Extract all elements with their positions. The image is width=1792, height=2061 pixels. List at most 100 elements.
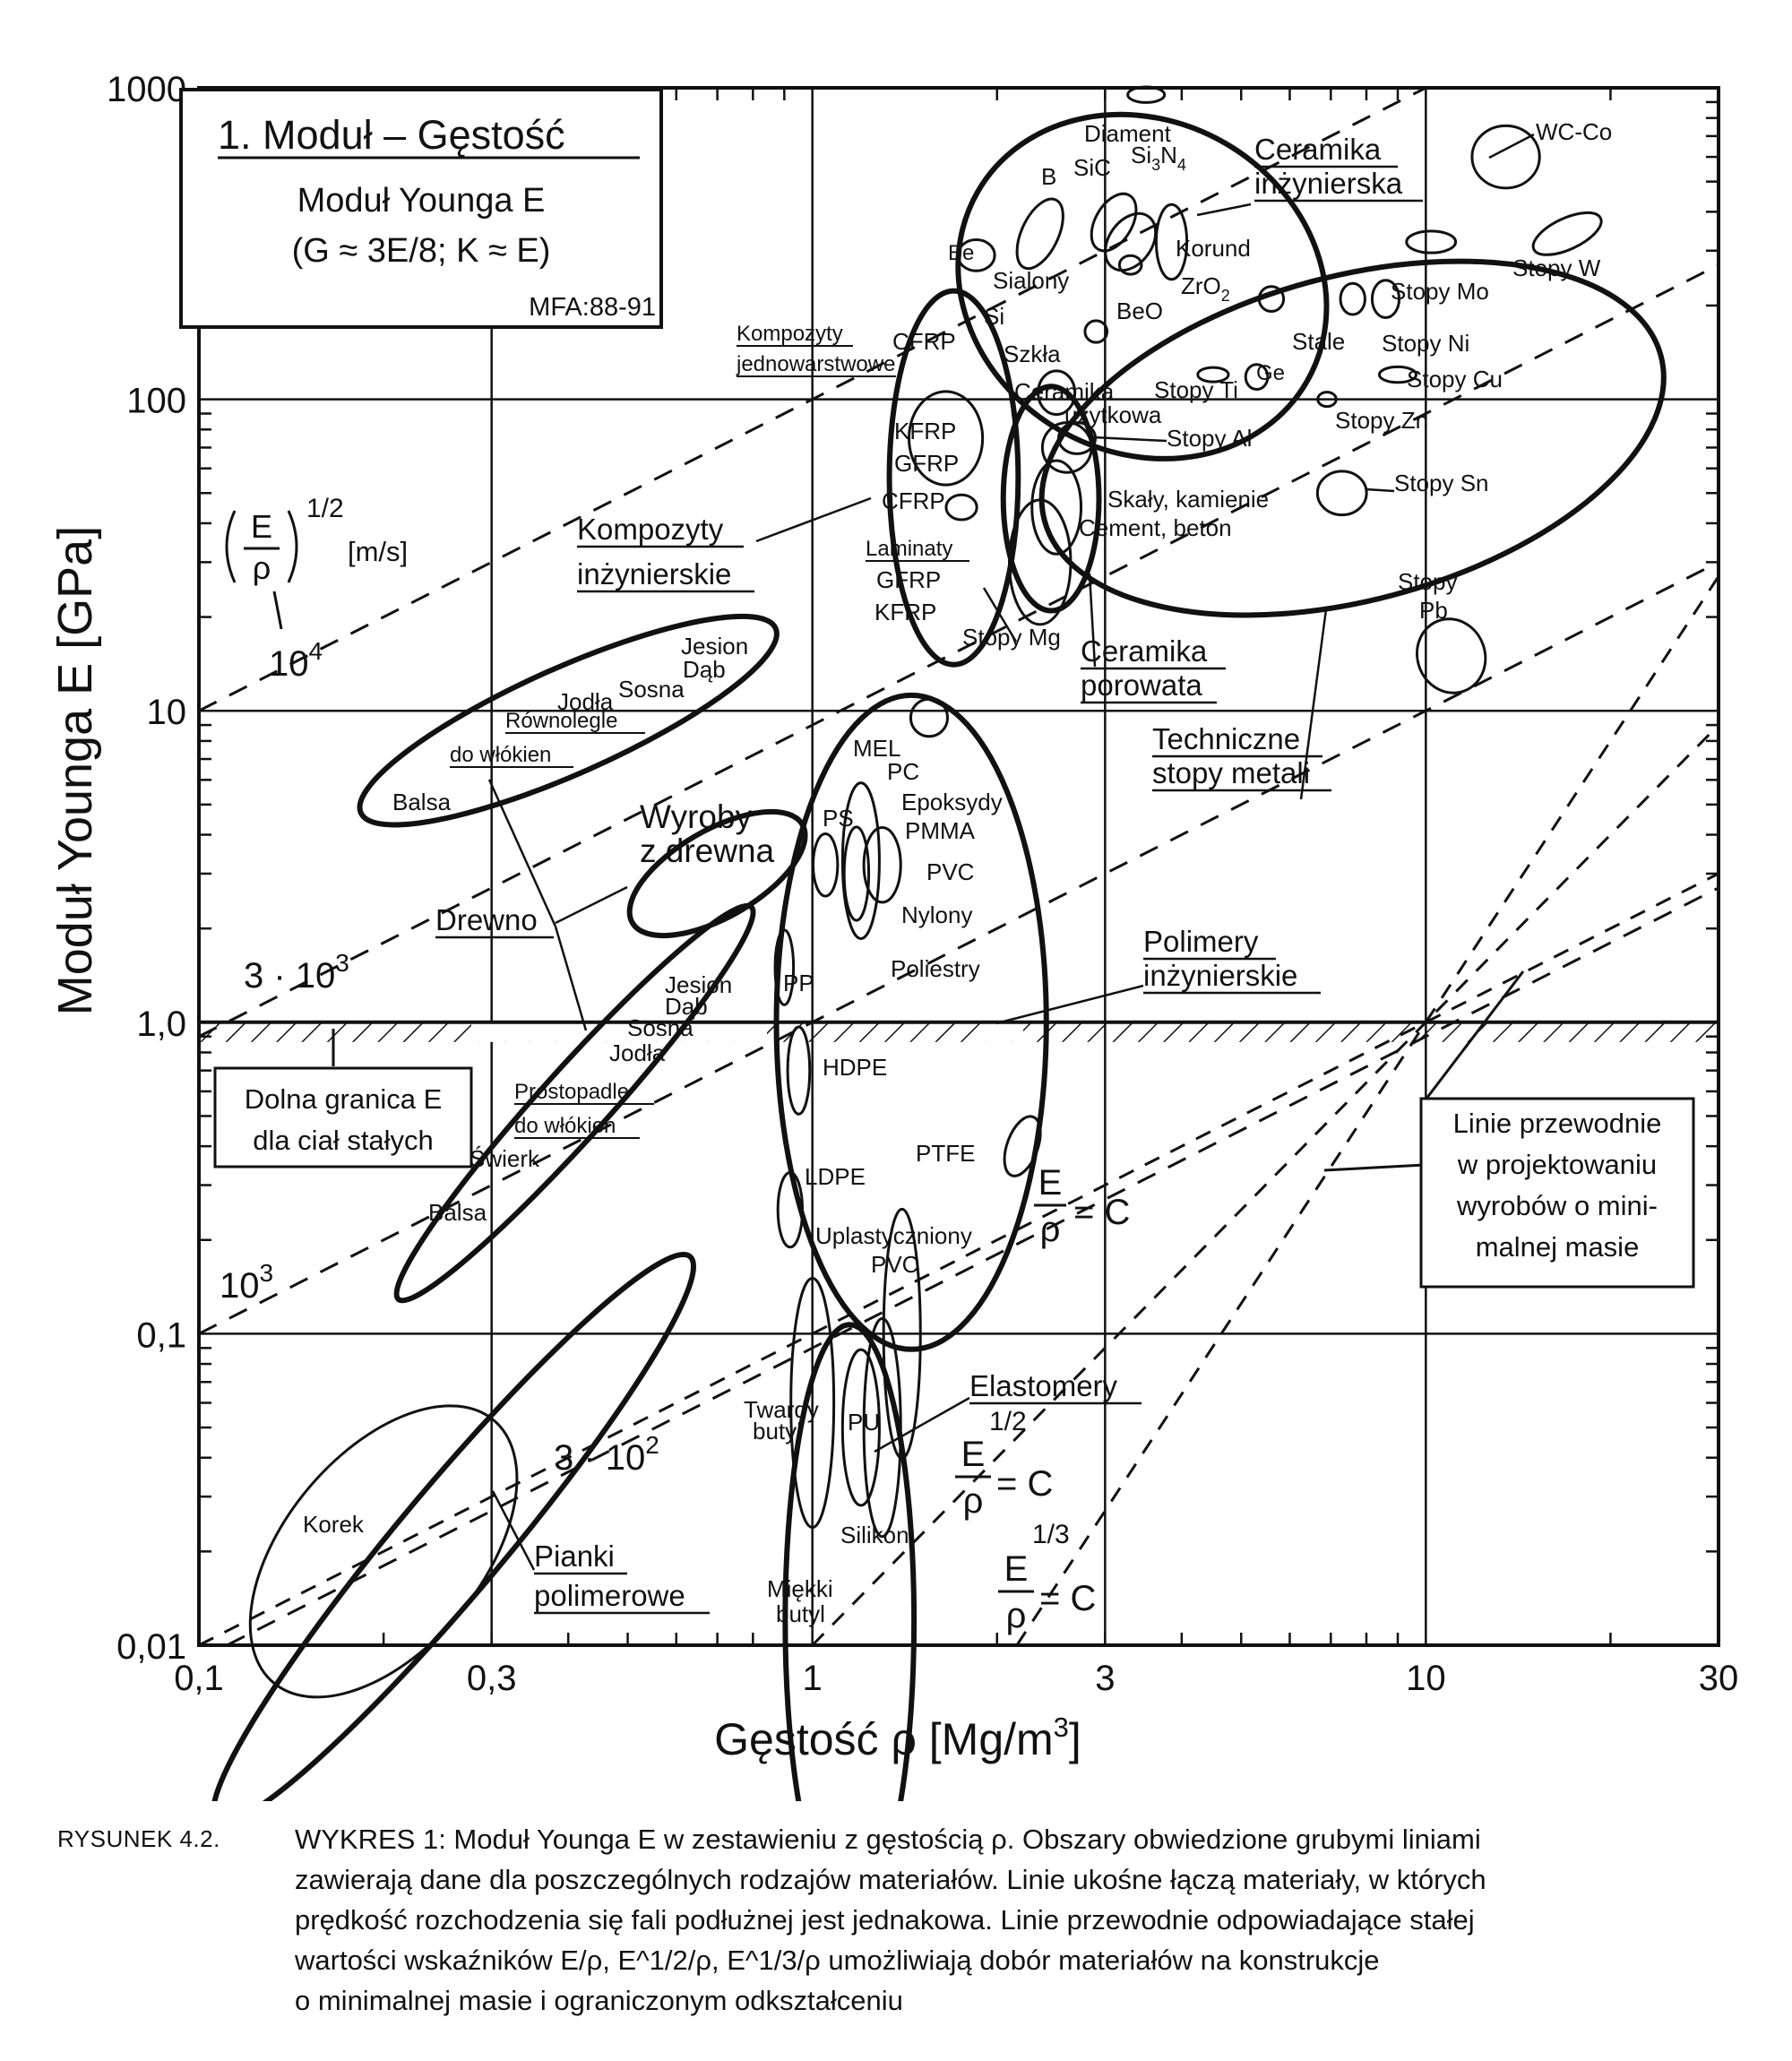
wave-label-3e2: 3 · 102 xyxy=(554,1431,659,1478)
label-polimery-1: Polimery xyxy=(1143,925,1259,958)
ellipse-skaly xyxy=(1030,459,1083,556)
label-b: B xyxy=(1041,163,1056,190)
wave-label-3e3: 3 · 103 xyxy=(244,949,349,996)
label-ps: PS xyxy=(823,805,854,832)
label-cfrp: CFRP xyxy=(892,328,956,355)
label-hdpe: HDPE xyxy=(823,1054,887,1081)
x-tick-label-4: 10 xyxy=(1406,1659,1446,1698)
label-pmma: PMMA xyxy=(905,817,976,844)
equation-sqrt-e-over-rho: E 1/2 ρ = C xyxy=(955,1407,1053,1521)
label-prostopadle-1: Prostopadle xyxy=(514,1080,629,1104)
leader-11 xyxy=(1365,487,1395,493)
guide-line-1 xyxy=(811,724,1720,1647)
caption-line-3: prędkość rozchodzenia się fali podłużnej… xyxy=(295,1904,1475,1936)
label-balsa: Balsa xyxy=(392,789,452,815)
leader-8 xyxy=(874,1396,970,1453)
guide-lines-box xyxy=(1419,1097,1695,1289)
ellipse-stale xyxy=(1339,281,1366,316)
label-silikon: Silikon xyxy=(840,1522,909,1548)
leader-5 xyxy=(487,779,557,927)
label-beo: BeO xyxy=(1116,298,1163,324)
lower-limit-label-1: Dolna granica E xyxy=(245,1083,443,1115)
label-pp: PP xyxy=(783,970,814,996)
label-kompozyty-jedn-2: jednowarstwowe xyxy=(736,352,895,376)
label-stopy-al: Stopy Al xyxy=(1167,425,1252,452)
guide-label-2: w projektowaniu xyxy=(1457,1149,1657,1180)
label-twardy-butyl-2: butyl xyxy=(753,1418,802,1444)
ellipse-pu xyxy=(840,1348,881,1507)
ellipse-stopy-mg xyxy=(944,493,978,522)
wave-line-2 xyxy=(198,561,1719,1335)
wave-label-1e3: 103 xyxy=(220,1259,273,1306)
label-wyroby-2: z drewna xyxy=(640,832,775,869)
label-cfrp-2: CFRP xyxy=(882,487,945,514)
leader-1 xyxy=(1299,608,1328,800)
label-ceramika-inzynierska-2: inżynierska xyxy=(1254,167,1403,200)
guide-arrow-2 xyxy=(1425,970,1525,1099)
lower-limit-band xyxy=(199,1022,1719,1042)
label-epoksydy: Epoksydy xyxy=(901,789,1003,815)
svg-text:E: E xyxy=(961,1435,986,1474)
label-stopy-metali-2: stopy metali xyxy=(1152,756,1310,789)
label-si: Si xyxy=(984,303,1004,330)
axis-ticks xyxy=(199,88,1719,1645)
svg-text:= C: = C xyxy=(1073,1193,1130,1232)
label-jesion: Jesion xyxy=(681,633,748,660)
chart-subtitle-3: MFA:88-91 xyxy=(529,293,656,322)
ellipse-be xyxy=(956,237,996,272)
ellipse-upvc xyxy=(882,1207,922,1460)
svg-text:E: E xyxy=(1038,1163,1063,1203)
label-wyroby-1: Wyroby xyxy=(640,798,753,835)
x-axis-label: Gęstość ρ [Mg/m3] xyxy=(714,1712,1081,1764)
band-gap-left xyxy=(471,1022,767,1042)
label-ge: Ge xyxy=(1256,361,1285,385)
label-korund: Korund xyxy=(1176,235,1251,262)
equation-e-over-rho: E ρ = C xyxy=(1034,1163,1130,1249)
wave-line-3 xyxy=(226,886,1719,1647)
ellipse-wc-co xyxy=(1470,124,1541,190)
title-box xyxy=(179,88,663,329)
label-ceramika-uzytkowa-2: użytkowa xyxy=(1064,401,1162,428)
y-tick-label-4: 100 xyxy=(126,382,186,421)
label-kompozyty-jedn-1: Kompozyty xyxy=(737,322,843,346)
ellipse-ps xyxy=(811,832,840,898)
wave-label-1e4: 104 xyxy=(269,637,323,684)
leader-lines xyxy=(487,133,1535,1571)
ellipse-twardy-butyl xyxy=(789,1276,836,1530)
label-stopy-metali-1: Techniczne xyxy=(1152,722,1300,755)
lower-limit-label-2: dla ciał stałych xyxy=(253,1125,434,1156)
label-ceramika-inzynierska-1: Ceramika xyxy=(1254,133,1382,166)
ellipse-b xyxy=(1015,197,1064,271)
label-stopy-mo: Stopy Mo xyxy=(1391,278,1489,305)
wave-line-1 xyxy=(198,263,1719,1039)
label-stopy-mg: Stopy Mg xyxy=(962,624,1061,651)
ellipse-stopy-ni xyxy=(1370,279,1401,319)
region-stopy-metali xyxy=(1038,258,1667,618)
label-ldpe: LDPE xyxy=(805,1163,866,1190)
ellipse-korund xyxy=(1154,203,1189,281)
svg-text:[m/s]: [m/s] xyxy=(348,536,408,567)
guide-line-2 xyxy=(1015,575,1720,1646)
caption-line-1: WYKRES 1: Moduł Younga E w zestawieniu z… xyxy=(295,1824,1481,1855)
svg-text:1/2: 1/2 xyxy=(989,1407,1027,1436)
label-pvc: PVC xyxy=(926,858,974,885)
ellipse-ldpe xyxy=(776,1170,805,1249)
wave-speed-lines xyxy=(198,86,1719,1647)
label-elastomery: Elastomery xyxy=(969,1369,1118,1402)
caption-body: WYKRES 1: Moduł Younga E w zestawieniu z… xyxy=(295,1819,1751,2021)
label-uplastyczniony-1: Uplastyczniony xyxy=(815,1222,972,1249)
label-diament: Diament xyxy=(1084,120,1172,147)
ellipse-pp xyxy=(773,928,796,1006)
lower-limit-box xyxy=(213,1066,473,1168)
leader-6 xyxy=(554,926,588,1031)
label-ceramika-porowata-1: Ceramika xyxy=(1081,634,1208,668)
ellipse-stopy-w xyxy=(1531,211,1603,256)
ellipse-pmma xyxy=(842,825,871,922)
chart-subtitle-1: Moduł Younga E xyxy=(297,182,546,220)
y-tick-label-5: 1000 xyxy=(107,70,186,109)
ellipse-pc xyxy=(840,781,881,940)
x-tick-label-0: 0,1 xyxy=(174,1659,224,1698)
leader-13 xyxy=(982,587,1018,642)
